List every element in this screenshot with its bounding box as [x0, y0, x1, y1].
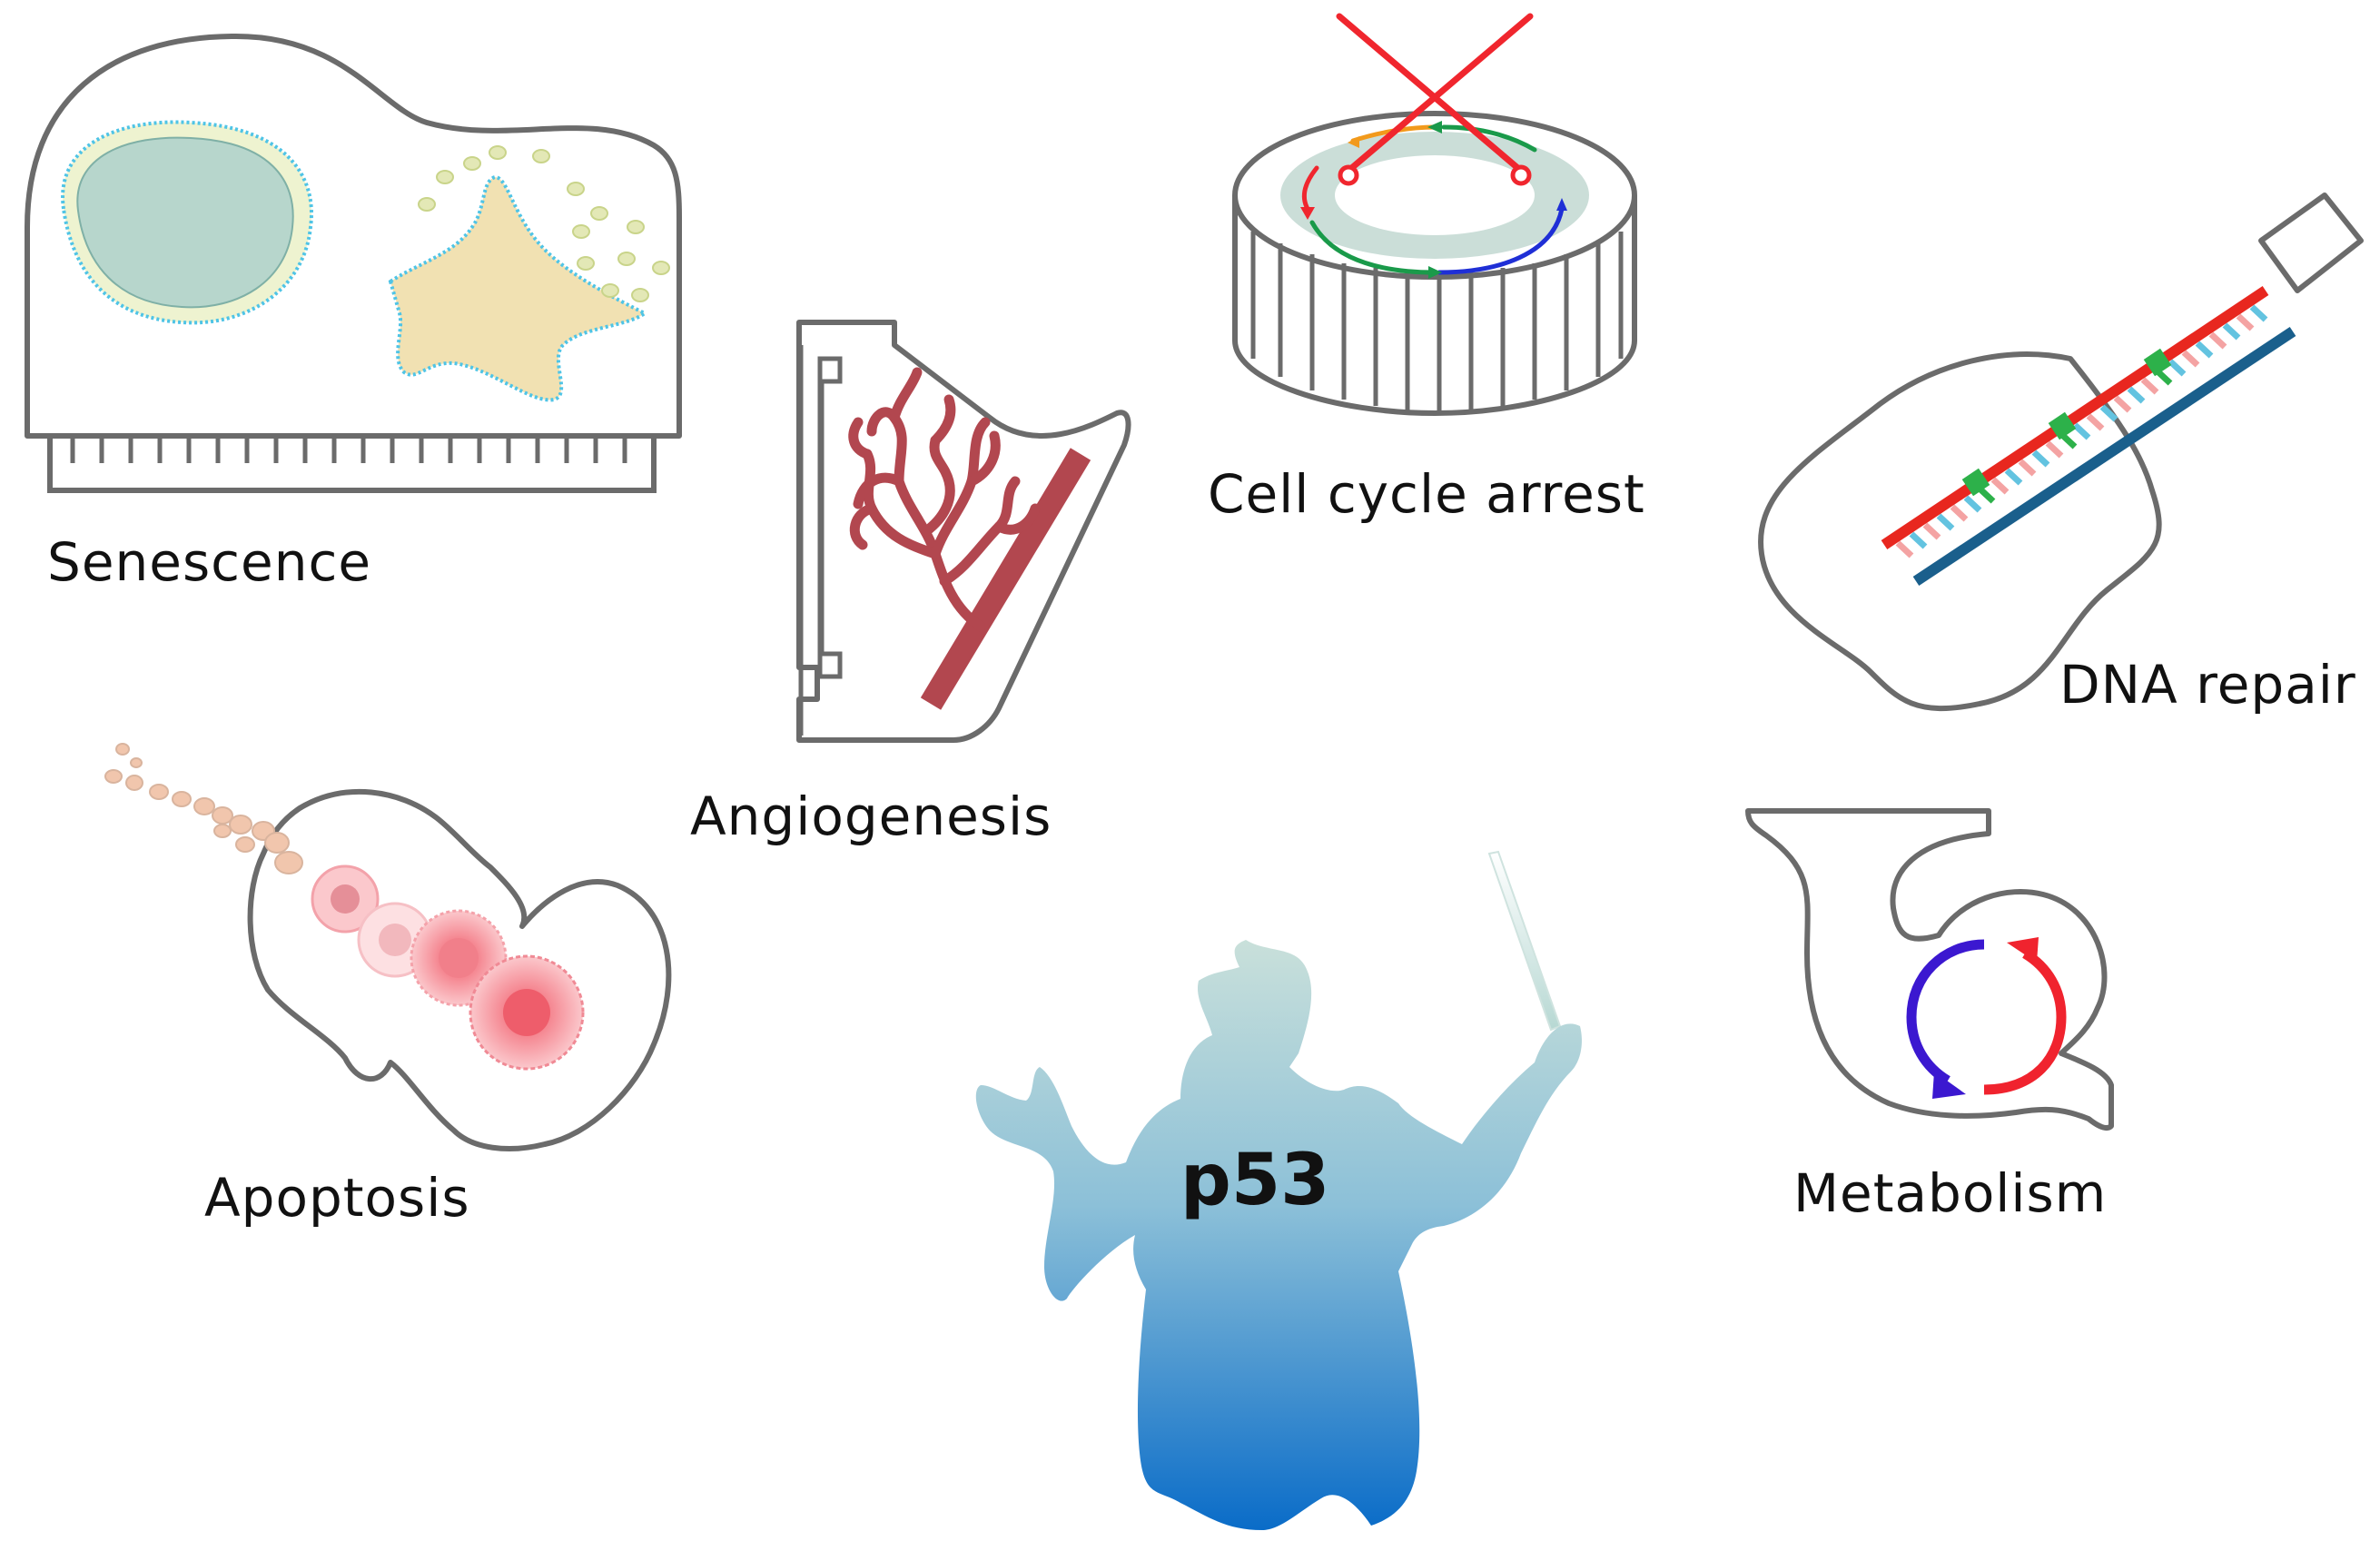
label-p53: p53 — [1180, 1140, 1330, 1221]
label-apoptosis: Apoptosis — [204, 1167, 470, 1229]
dna-repair-marks — [1961, 348, 2172, 497]
label-senescence: Senescence — [47, 531, 372, 593]
label-dna-repair: DNA repair — [2059, 654, 2356, 716]
label-angiogenesis: Angiogenesis — [690, 785, 1052, 847]
capillary-network — [848, 367, 1041, 632]
drum-ribs — [1250, 232, 1624, 412]
guitar-icon — [1758, 193, 2364, 712]
label-metabolism: Metabolism — [1793, 1162, 2108, 1224]
label-cell-cycle-arrest: Cell cycle arrest — [1208, 463, 1645, 525]
dna-base-pairs — [1895, 304, 2268, 558]
violin-icon — [104, 743, 672, 1151]
french-horn-icon — [1745, 808, 2114, 1131]
piano-keys — [70, 436, 627, 463]
piano-icon — [25, 34, 682, 493]
conductor-silhouette-icon — [975, 850, 1582, 1530]
drum-icon — [1232, 13, 1637, 417]
arrest-cross-icon — [1336, 13, 1534, 174]
secretion-granules — [418, 145, 670, 302]
apoptotic-bodies — [104, 743, 303, 874]
harp-icon — [796, 320, 1131, 743]
